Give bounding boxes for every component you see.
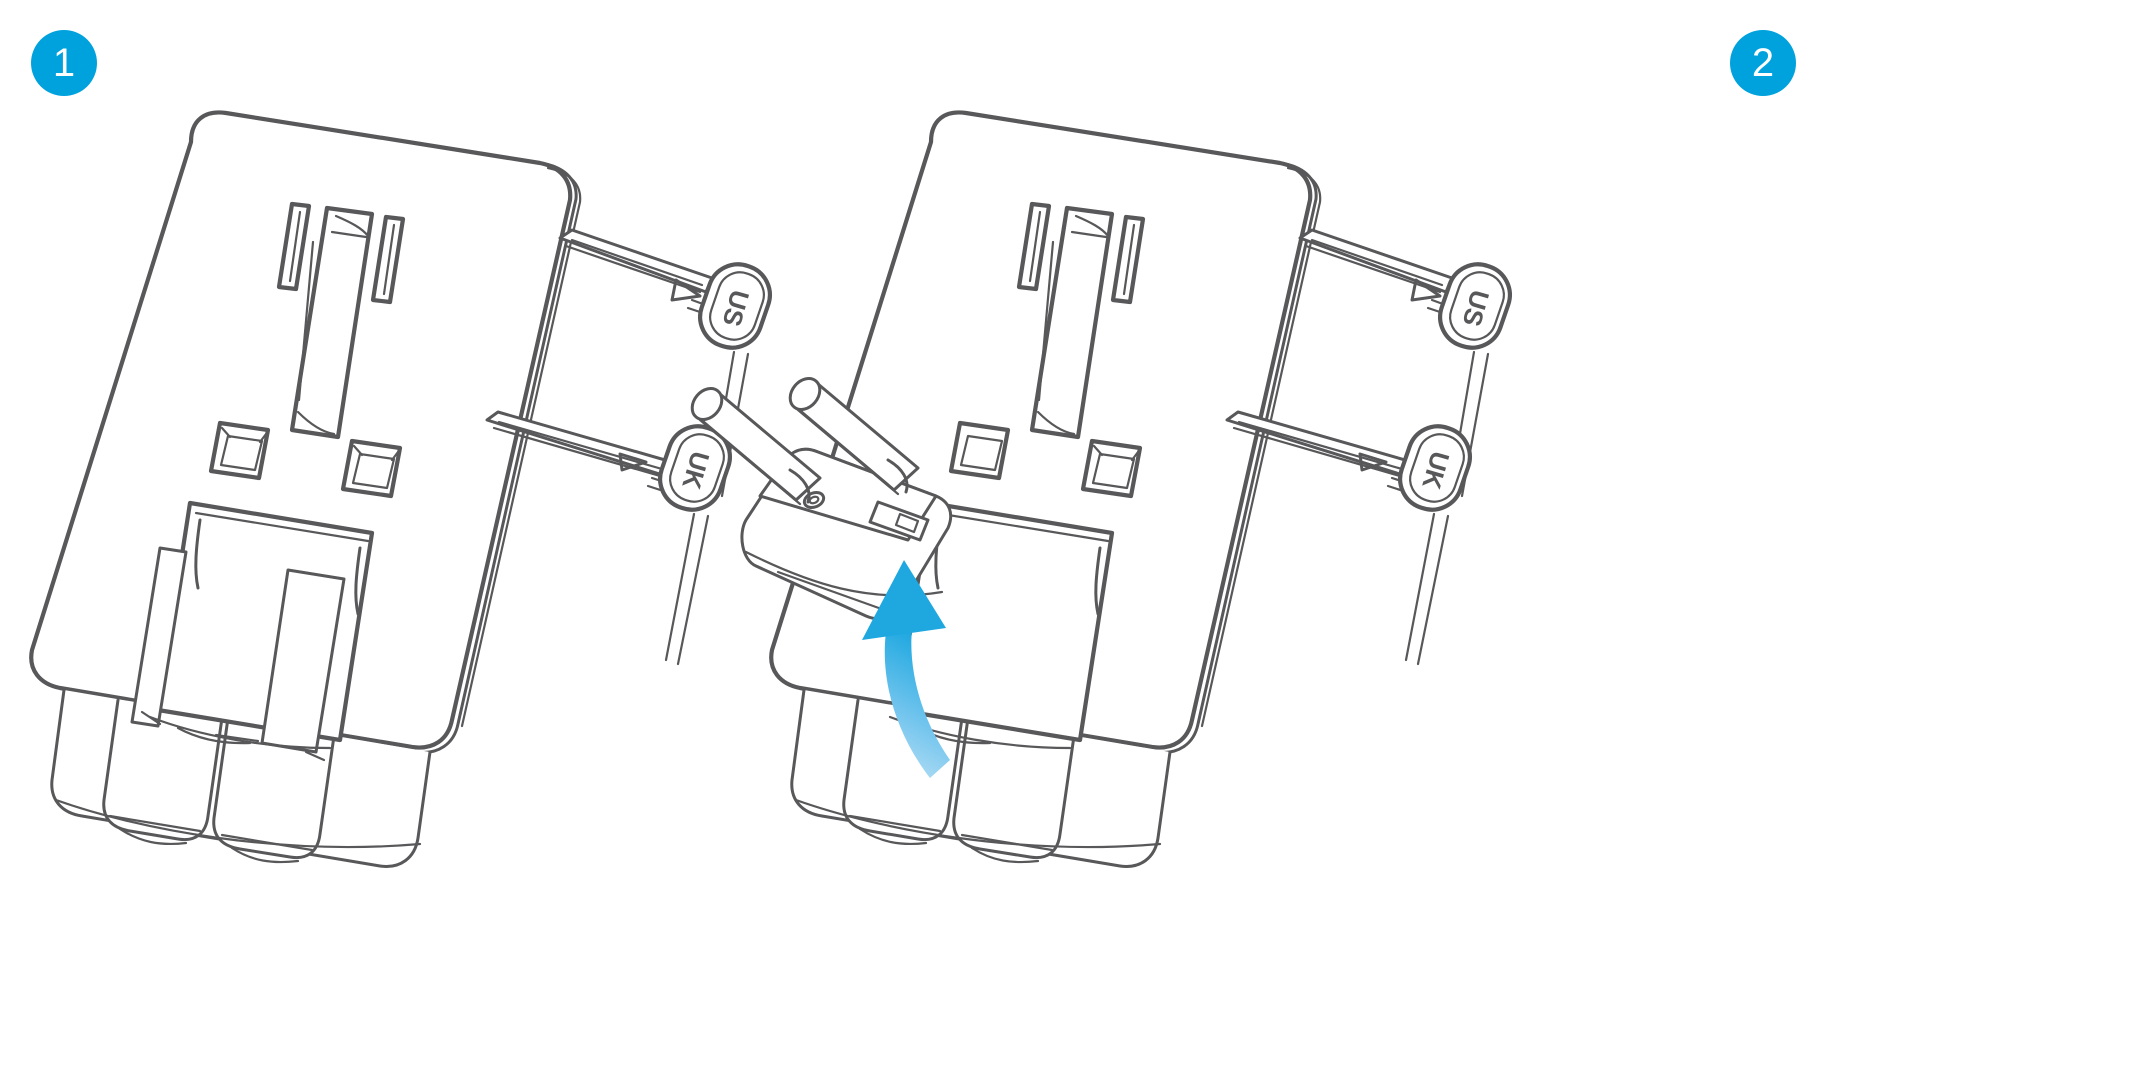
- step-badge-2: 2: [1730, 30, 1796, 96]
- adapter-illustration-step-2: US UK: [690, 0, 1930, 1077]
- square-pin-holes: [948, 420, 1143, 499]
- uk-plug-recess: [130, 500, 375, 762]
- bottom-prong-block: [790, 688, 1172, 868]
- eu-pin-left: [690, 387, 822, 506]
- square-pin-holes: [208, 420, 403, 499]
- uk-slider: UK: [1225, 410, 1472, 666]
- step-panel-2: US UK: [690, 0, 1930, 1077]
- us-slider: US: [558, 228, 772, 498]
- uk-slider: UK: [485, 410, 732, 666]
- universal-socket-slots: [1016, 201, 1146, 440]
- us-slider: US: [1298, 228, 1512, 498]
- step-panel-1: 1: [0, 0, 900, 1077]
- eu-pin-right: [788, 377, 920, 496]
- rotation-arrow-icon: [862, 560, 950, 778]
- step-badge-1: 1: [31, 30, 97, 96]
- universal-socket-slots: [276, 201, 406, 440]
- eu-round-pin-plug: [690, 377, 953, 621]
- adapter-illustration-step-1: US UK: [0, 0, 900, 1077]
